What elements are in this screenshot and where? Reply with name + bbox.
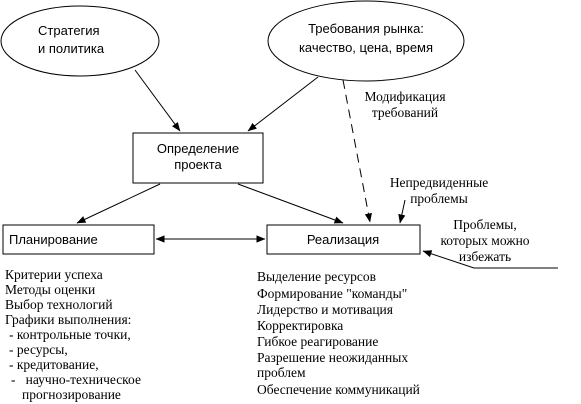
realization-box <box>266 224 421 255</box>
realization-list: Выделение ресурсов Формирование "команды… <box>257 269 420 397</box>
modification-annotation-line1: Модификация <box>364 89 445 104</box>
arrow-avoidable-problems <box>422 250 558 269</box>
strategy-label-line2: и политика <box>38 41 105 56</box>
planning-list-item: Критерии успеха <box>5 267 103 282</box>
dashed-arrow-modification <box>342 79 372 223</box>
arrow-definition-to-planning <box>76 183 161 224</box>
strategy-label-line1: Стратегия <box>38 23 100 38</box>
unforeseen-annotation-line1: Непредвиденные <box>390 175 488 190</box>
realization-list-item: Формирование "команды" <box>257 286 407 301</box>
arrow-definition-to-realization <box>237 183 344 224</box>
market-label-line2: качество, цена, время <box>299 40 433 55</box>
realization-list-item: Разрешение неожиданных <box>257 350 408 365</box>
modification-annotation-line2: требований <box>372 105 438 120</box>
realization-list-item: Лидерство и мотивация <box>257 302 393 317</box>
avoidable-annotation-line2: которых можно <box>440 233 529 248</box>
avoidable-annotation-line1: Проблемы, <box>453 217 517 232</box>
realization-list-item: проблем <box>257 365 306 380</box>
planning-list-item: Выбор технологий <box>5 297 113 312</box>
definition-label-line2: проекта <box>174 157 222 172</box>
planning-list-item: Графики выполнения: <box>5 312 131 327</box>
market-label-line1: Требования рынка: <box>308 21 424 36</box>
planning-list-item: прогнозирование <box>22 387 121 402</box>
realization-list-item: Корректировка <box>257 318 343 333</box>
arrow-market-to-definition <box>247 76 319 132</box>
strategy-ellipse <box>0 5 160 77</box>
market-requirements-ellipse <box>267 0 465 82</box>
realization-label: Реализация <box>307 232 379 247</box>
unforeseen-annotation-line2: проблемы <box>410 191 468 206</box>
project-definition-box <box>132 132 264 184</box>
planning-list-item: - контрольные точки, <box>9 327 131 342</box>
arrow-unforeseen-problems <box>398 199 406 224</box>
planning-list-item: - научно-техническое <box>11 372 141 387</box>
realization-list-item: Гибкое реагирование <box>257 334 378 349</box>
planning-list-item: Методы оценки <box>5 282 95 297</box>
planning-list: Критерии успеха Методы оценки Выбор техн… <box>5 267 141 402</box>
planning-list-item: - кредитование, <box>9 357 99 372</box>
arrow-strategy-to-definition <box>134 69 181 132</box>
planning-list-item: - ресурсы, <box>9 342 68 357</box>
realization-list-item: Обеспечение коммуникаций <box>257 382 420 397</box>
avoidable-annotation-line3: избежать <box>459 249 511 264</box>
planning-box <box>2 224 155 255</box>
definition-label-line1: Определение <box>157 141 239 156</box>
planning-label: Планирование <box>9 232 98 247</box>
realization-list-item: Выделение ресурсов <box>257 269 376 284</box>
